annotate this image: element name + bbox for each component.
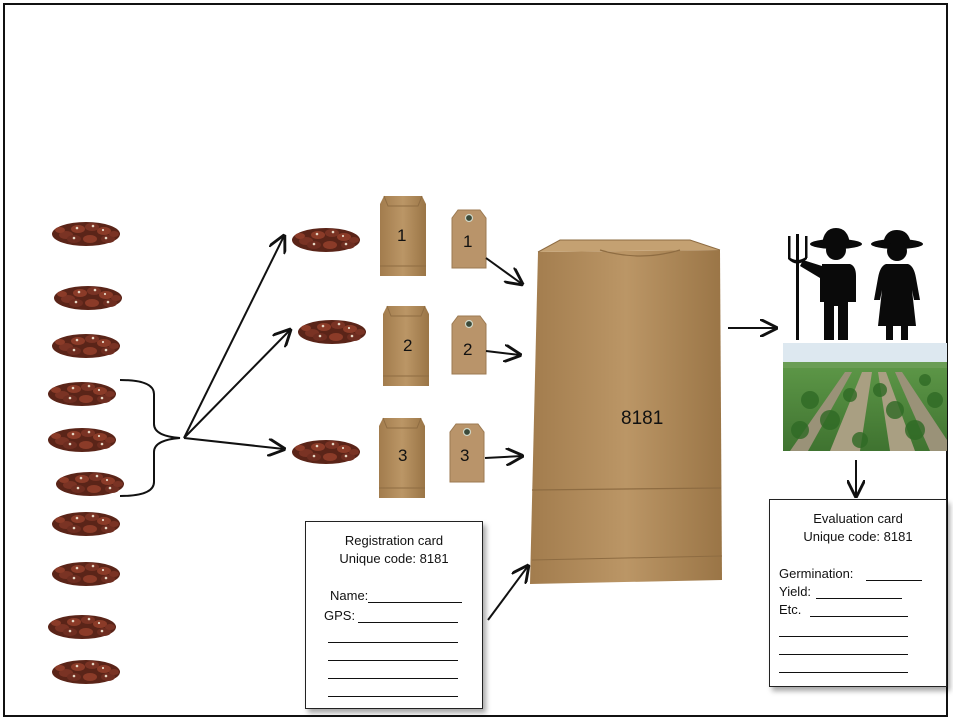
bag-2-label: 2 (403, 336, 413, 355)
bag-1-label: 1 (397, 226, 407, 245)
arrow-card-to-bag (487, 566, 528, 621)
arrow-tag1-to-bag (485, 257, 522, 284)
blank-line[interactable] (779, 672, 908, 673)
bean-column (48, 222, 124, 684)
main-paper-bag (530, 239, 723, 584)
blank-line[interactable] (328, 660, 458, 661)
bean-pile-icon (52, 222, 120, 246)
bean-pile-icon (298, 320, 366, 344)
blank-line[interactable] (779, 636, 908, 637)
main-bag-code: 8181 (621, 408, 664, 429)
bean-pile-icon (56, 472, 124, 496)
arrow-tag3-to-bag (484, 456, 522, 458)
evaluation-card: Evaluation card Unique code: 8181 Germin… (769, 499, 947, 687)
bean-pile-icon (54, 286, 122, 310)
evaluation-card-code: Unique code: 8181 (803, 529, 913, 544)
tag-3-label: 3 (460, 446, 470, 465)
gps-label: GPS: (324, 608, 356, 623)
tag-2-label: 2 (463, 340, 473, 359)
arrow-to-sample-1 (183, 236, 284, 439)
bean-pile-icon (52, 660, 120, 684)
bean-pile-icon (48, 428, 116, 452)
germination-field[interactable] (866, 580, 922, 581)
arrow-to-sample-2 (183, 330, 290, 439)
germination-label: Germination: (779, 566, 854, 581)
blank-line[interactable] (779, 654, 908, 655)
bag-3-label: 3 (398, 446, 408, 465)
yield-label: Yield: (779, 584, 812, 599)
registration-card-title: Registration card (344, 533, 444, 548)
registration-card: Registration card Unique code: 8181 Name… (305, 521, 483, 709)
arrow-to-sample-3 (183, 437, 284, 449)
name-label: Name: (330, 588, 369, 603)
etc-field[interactable] (810, 616, 908, 617)
selection-brace (119, 379, 181, 497)
arrow-tag2-to-bag (485, 351, 520, 355)
yield-field[interactable] (816, 598, 902, 599)
farmer-man-icon (788, 228, 862, 340)
blank-line[interactable] (328, 696, 458, 697)
bean-pile-icon (48, 615, 116, 639)
evaluation-card-title: Evaluation card (813, 511, 903, 526)
bean-pile-icon (52, 334, 120, 358)
etc-label: Etc. (779, 602, 802, 617)
gps-field[interactable] (358, 622, 458, 623)
bean-pile-icon (52, 562, 120, 586)
registration-card-code: Unique code: 8181 (339, 551, 449, 566)
bean-pile-icon (52, 512, 120, 536)
crop-field-image (783, 343, 947, 451)
blank-line[interactable] (328, 678, 458, 679)
bean-pile-icon (48, 382, 116, 406)
blank-line[interactable] (328, 642, 458, 643)
bean-pile-icon (292, 228, 360, 252)
bean-pile-icon (292, 440, 360, 464)
farmer-woman-icon (871, 230, 923, 340)
tag-1-label: 1 (463, 232, 473, 251)
name-field[interactable] (368, 602, 462, 603)
